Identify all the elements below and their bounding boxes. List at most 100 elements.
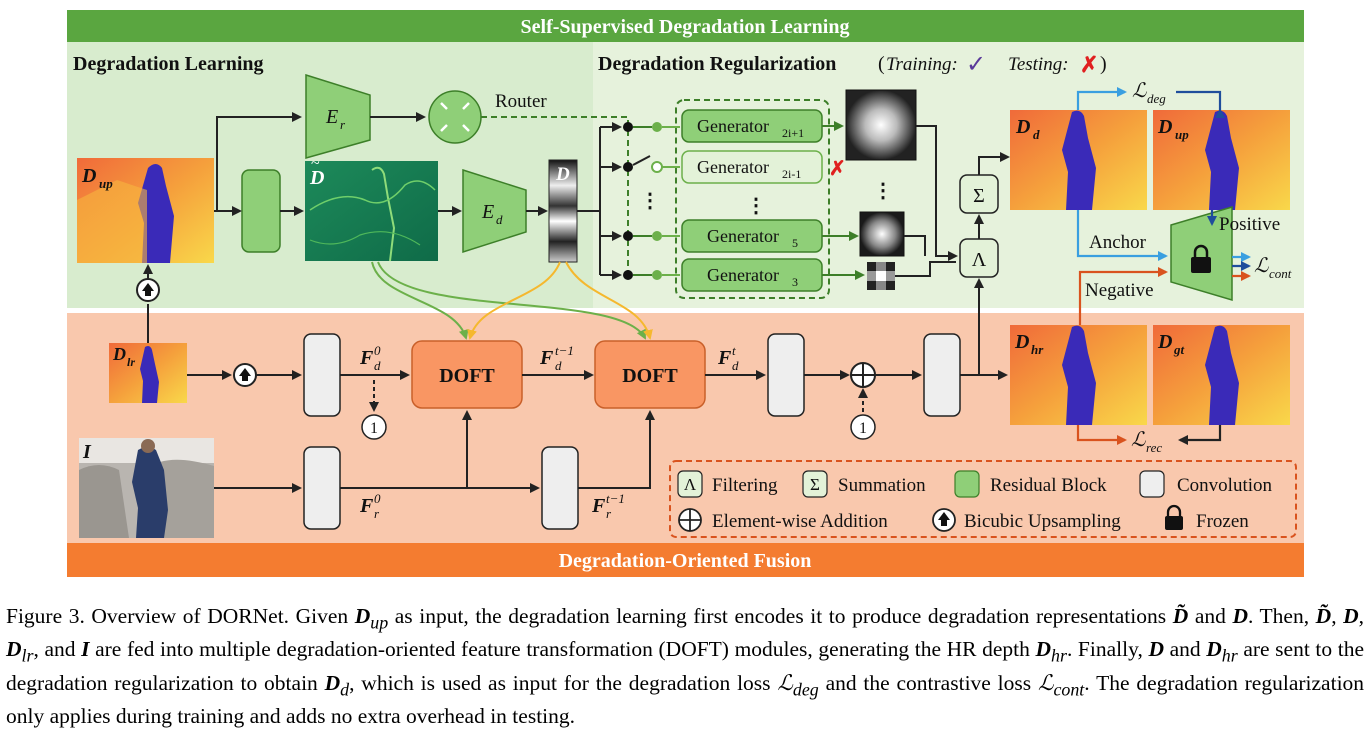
caption-dlr: D [6, 637, 22, 662]
d-tilde-mark: ~ [311, 155, 320, 172]
d-up-label: D [81, 165, 96, 187]
legend-sum-symbol: Σ [810, 475, 820, 494]
legend-filter-label: Filtering [712, 475, 778, 496]
legend-add-label: Element-wise Addition [712, 511, 888, 532]
arrow-to-er [216, 112, 302, 212]
legend-frozen-label: Frozen [1196, 511, 1249, 532]
encoder-d-sub: d [496, 212, 503, 227]
ldeg-sub: deg [1147, 91, 1166, 106]
top-banner-bg [67, 10, 1304, 42]
paren-close: ) [1100, 53, 1107, 75]
legend-filter-swatch [677, 470, 703, 498]
anchor-label: Anchor [1089, 232, 1147, 253]
generator-2 [681, 150, 823, 184]
ldeg-arrow-left [1076, 87, 1127, 110]
gen3-label: Generator [707, 226, 779, 246]
caption-lcont: ℒ [1037, 670, 1054, 695]
d-hr-label: D [1014, 331, 1029, 353]
gen3-sub: 5 [792, 236, 798, 250]
testing-cross-icon: ✗ [1080, 52, 1098, 77]
fd0-sup: 0 [374, 343, 381, 358]
router-icon [428, 90, 482, 144]
caption-d: D [1232, 604, 1248, 628]
filter-symbol: Λ [972, 249, 987, 271]
negative-label: Negative [1085, 280, 1154, 301]
caption-dup-sub: up [370, 612, 389, 633]
degradation-regularization-title: Degradation Regularization [598, 53, 836, 75]
caption-line3b: . Finally, [1066, 637, 1143, 662]
router-control-line [481, 116, 629, 272]
legend-conv-label: Convolution [1177, 475, 1273, 496]
kernel2-to-filter [904, 235, 926, 256]
router-arrows-icon [440, 102, 470, 132]
dtilde-to-doft2 [377, 261, 646, 340]
fdt1-sup: t−1 [555, 343, 574, 358]
guidance-image [79, 438, 214, 538]
dornet-diagram: Self-Supervised Degradation Learning Deg… [67, 10, 1304, 577]
caption-line3d: are sent to the degradation regularizati… [6, 637, 1365, 695]
switch-4 [623, 270, 662, 280]
gen-ellipsis: ⋮ [746, 195, 766, 217]
switch-2-open [623, 155, 663, 173]
image-i-label: I [82, 441, 92, 463]
d-to-doft1 [467, 261, 561, 340]
lrec-arrow-left [1076, 425, 1127, 445]
doft-1-label: DOFT [439, 365, 495, 387]
fdt-sub: d [732, 358, 739, 373]
caption-line1: Overview of DORNet. Given [91, 604, 349, 628]
encoder-d [462, 168, 527, 254]
lrec-label: ℒ [1131, 429, 1146, 451]
kernel-large [845, 89, 917, 161]
gen1-label: Generator [697, 116, 769, 136]
legend-sum-label: Summation [838, 475, 926, 496]
d-lr-image [109, 343, 187, 403]
training-label: Training: [886, 54, 958, 75]
caption-d-3: D [1148, 637, 1164, 662]
fdt-sup: t [732, 343, 736, 358]
gen4-label: Generator [707, 265, 779, 285]
upsample-arrow-2 [239, 368, 251, 381]
fdt1-label: F [539, 347, 554, 369]
legend-box [669, 460, 1297, 538]
caption-line2c: and [44, 637, 76, 662]
caption-line2d: are fed into multiple degradation-orient… [95, 637, 977, 662]
kernel1-to-filter [916, 125, 958, 261]
conv-out-1 [767, 333, 805, 417]
caption-dhr-2: D [1206, 637, 1222, 662]
lcont-sub: cont [1269, 266, 1292, 281]
legend-residual-label: Residual Block [990, 475, 1107, 496]
caption-line3e: , which is used as input for the degrada… [349, 670, 771, 695]
conv-rgb-2 [541, 446, 579, 530]
legend-conv-swatch [1139, 470, 1165, 498]
gen2-sub: 2i-1 [782, 167, 801, 181]
d-repr-label: D [555, 164, 570, 185]
caption-dup: D [354, 604, 371, 628]
sum-symbol: Σ [973, 185, 985, 207]
d-d-sub: d [1033, 127, 1040, 142]
positive-label: Positive [1219, 214, 1280, 235]
caption-lcont-sub: cont [1053, 678, 1085, 699]
caption-ldeg: ℒ [777, 670, 793, 695]
figure-caption: Figure 3. Overview of DORNet. Given Dup … [6, 604, 1365, 728]
one-circle-2 [850, 414, 876, 440]
lock-icon [1191, 244, 1211, 273]
frt1-sup: t−1 [606, 491, 625, 506]
residual-block-1 [241, 169, 281, 253]
top-banner: Self-Supervised Degradation Learning [521, 16, 850, 38]
caption-dhr-sub-2: hr [1221, 645, 1238, 666]
caption-line4b: . The degradation regularization only ap… [6, 670, 1365, 728]
gen4-sub: 3 [792, 275, 798, 289]
caption-line4: and the contrastive loss [825, 670, 1032, 695]
caption-line2b: . Then, [1247, 604, 1310, 628]
testing-label: Testing: [1008, 54, 1069, 75]
d-up-output-image [1153, 110, 1290, 210]
lrec-arrow-right [1178, 425, 1222, 445]
caption-line3: depth [982, 637, 1030, 662]
ldeg-label: ℒ [1132, 80, 1147, 102]
d-hr-image [1010, 325, 1147, 425]
legend-upsample-label: Bicubic Upsampling [964, 511, 1121, 532]
caption-dhr-sub: hr [1051, 645, 1067, 666]
gen1-sub: 2i+1 [782, 126, 804, 140]
caption-line1b: as input, the degradation learning first… [394, 604, 1167, 628]
